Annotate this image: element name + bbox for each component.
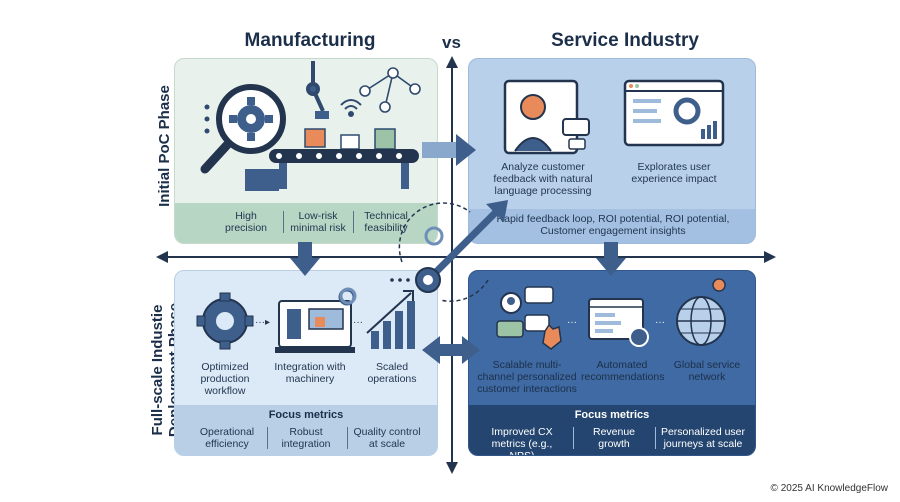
automated-recommendations-caption: Automated recommendations bbox=[581, 359, 665, 383]
analyze-feedback-caption: Analyze customer feedback with natural l… bbox=[493, 161, 593, 197]
svg-text:···: ··· bbox=[353, 317, 363, 328]
manufacturing-full-panel: ···▸ ··· Optimized production workflow I… bbox=[174, 270, 438, 456]
scalable-interactions-caption: Scalable multi-channel personalized cust… bbox=[477, 359, 577, 395]
global-service-caption: Global service network bbox=[673, 359, 741, 383]
magnifier-gear-icon bbox=[200, 84, 286, 174]
manufacturing-poc-band: High precision Low-risk minimal risk Tec… bbox=[175, 203, 437, 243]
robot-arm-icon bbox=[306, 61, 329, 119]
svg-text:···▸: ···▸ bbox=[255, 317, 270, 328]
globe-pin-icon bbox=[676, 278, 726, 346]
service-full-illustration: ··· ··· bbox=[496, 278, 726, 350]
service-poc-summary: Rapid feedback loop, ROI potential, ROI … bbox=[496, 213, 730, 237]
vs-label: vs bbox=[442, 33, 461, 52]
person-chat-icon bbox=[503, 79, 590, 155]
technical-feasibility-label: Technical feasibility bbox=[364, 210, 408, 234]
service-focus-band: Focus metrics Improved CX metrics (e.g.,… bbox=[469, 405, 755, 455]
vertical-axis bbox=[446, 56, 458, 474]
initial-phase-label: Initial PoC Phase bbox=[156, 85, 173, 207]
high-precision-label: High precision bbox=[224, 210, 268, 234]
network-nodes-icon bbox=[359, 67, 421, 113]
copyright-text: © 2025 AI KnowledgeFlow bbox=[770, 483, 888, 494]
scaled-operations-caption: Scaled operations bbox=[367, 361, 417, 385]
svg-text:···: ··· bbox=[567, 317, 577, 328]
conveyor-belt-icon bbox=[245, 149, 419, 191]
integration-machinery-caption: Integration with machinery bbox=[274, 361, 346, 385]
orange-box-icon bbox=[304, 128, 326, 148]
service-focus-title: Focus metrics bbox=[574, 409, 650, 421]
dots-decoration bbox=[204, 104, 210, 134]
low-risk-label: Low-risk minimal risk bbox=[290, 210, 346, 234]
explorates-ux-caption: Explorates user experience impact bbox=[631, 161, 717, 185]
service-poc-panel: Analyze customer feedback with natural l… bbox=[468, 58, 756, 244]
dashboard-icon bbox=[623, 79, 725, 147]
green-box-icon bbox=[374, 128, 396, 150]
revenue-growth-metric: Revenue growth bbox=[592, 426, 636, 450]
rising-bar-chart-icon bbox=[366, 290, 415, 349]
user-chat-hand-icon bbox=[496, 286, 562, 350]
improved-cx-metric: Improved CX metrics (e.g., NPS) bbox=[491, 426, 553, 456]
manufacturing-full-illustration: ···▸ ··· bbox=[196, 288, 415, 353]
service-poc-band: Rapid feedback loop, ROI potential, ROI … bbox=[469, 209, 755, 243]
service-industry-title: Service Industry bbox=[551, 30, 699, 51]
recommendation-window-icon bbox=[588, 298, 649, 347]
fullscale-phase-line1: Full-scale Industie bbox=[149, 304, 166, 436]
machinery-icon bbox=[275, 300, 355, 353]
service-full-panel: ··· ··· Scalable multi-channel personali… bbox=[468, 270, 756, 456]
svg-text:···: ··· bbox=[655, 317, 665, 328]
quality-control-metric: Quality control at scale bbox=[353, 426, 421, 450]
manufacturing-focus-title: Focus metrics bbox=[268, 409, 344, 421]
horizontal-axis bbox=[156, 251, 776, 263]
personalized-journeys-metric: Personalized user journeys at scale bbox=[660, 426, 746, 450]
gear-icon bbox=[196, 292, 254, 350]
box-icon bbox=[340, 134, 360, 150]
robust-integration-metric: Robust integration bbox=[281, 426, 331, 450]
service-poc-illustration bbox=[503, 79, 725, 155]
manufacturing-poc-illustration bbox=[200, 61, 421, 191]
operational-efficiency-metric: Operational efficiency bbox=[199, 426, 255, 450]
manufacturing-title: Manufacturing bbox=[244, 30, 376, 51]
wifi-signal-icon bbox=[340, 99, 362, 117]
optimized-workflow-caption: Optimized production workflow bbox=[200, 361, 250, 397]
manufacturing-poc-panel: High precision Low-risk minimal risk Tec… bbox=[174, 58, 438, 244]
manufacturing-focus-band: Focus metrics Operational efficiency Rob… bbox=[175, 405, 437, 455]
